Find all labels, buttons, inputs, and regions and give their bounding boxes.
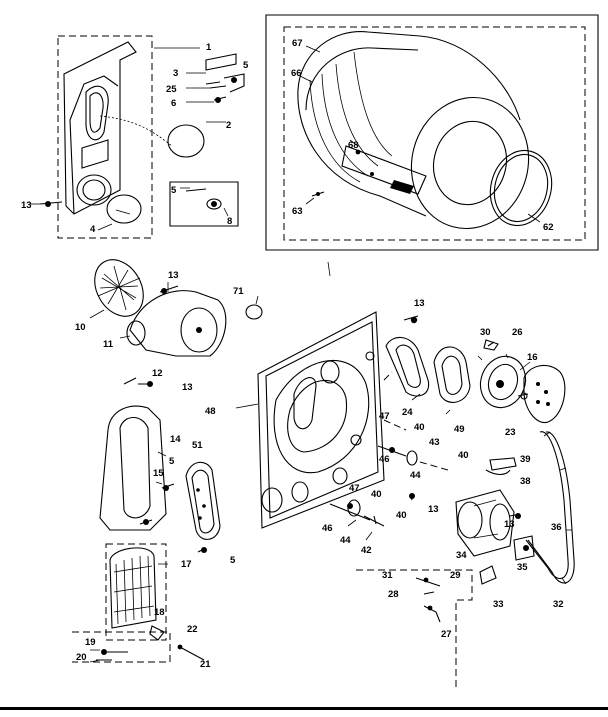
bearing-group	[385, 315, 566, 424]
callout-number: 36	[551, 522, 562, 533]
callout-number: 16	[527, 352, 538, 363]
callout-number: 18	[154, 607, 165, 618]
callout-number: 44	[410, 470, 421, 481]
callout-number: 13	[414, 298, 425, 309]
idler-group	[329, 445, 449, 541]
callout-number: 19	[85, 637, 96, 648]
callout-number: 68	[348, 140, 359, 151]
callout-labels: 1352562134586766686362101371111213481330…	[21, 38, 564, 670]
callout-number: 13	[168, 270, 179, 281]
callout-number: 25	[166, 84, 177, 95]
motor-belt-group	[356, 431, 575, 690]
callout-number: 43	[429, 437, 440, 448]
callout-number: 2	[226, 120, 231, 131]
callout-number: 35	[517, 562, 528, 573]
callout-number: 17	[181, 559, 192, 570]
callout-number: 32	[553, 599, 564, 610]
bottom-rule	[0, 707, 608, 710]
callout-number: 40	[396, 510, 407, 521]
callout-number: 13	[428, 504, 439, 515]
callout-number: 13	[21, 200, 32, 211]
callout-number: 5	[169, 456, 175, 467]
blower-group	[89, 259, 263, 357]
callout-number: 47	[379, 411, 390, 422]
callout-number: 63	[292, 206, 303, 217]
callout-number: 66	[291, 68, 302, 79]
callout-number: 30	[480, 327, 491, 338]
callout-number: 5	[171, 185, 177, 196]
callout-number: 67	[292, 38, 303, 49]
callout-number: 62	[543, 222, 554, 233]
callout-number: 48	[205, 406, 216, 417]
drum-group	[265, 14, 599, 251]
callout-number: 12	[152, 368, 163, 379]
callout-number: 14	[170, 434, 181, 445]
callout-number: 26	[512, 327, 523, 338]
callout-number: 23	[505, 427, 516, 438]
callout-number: 8	[227, 216, 232, 227]
callout-number: 22	[187, 624, 198, 635]
callout-number: 51	[192, 440, 203, 451]
callout-number: 46	[322, 523, 333, 534]
callout-number: 71	[233, 286, 244, 297]
callout-number: 39	[520, 454, 531, 465]
callout-number: 31	[382, 570, 393, 581]
callout-number: 40	[458, 450, 469, 461]
callout-number: 29	[450, 570, 461, 581]
callout-number: 10	[75, 322, 86, 333]
callout-number: 34	[456, 550, 467, 561]
callout-number: 3	[173, 68, 178, 79]
callout-number: 11	[103, 339, 114, 350]
callout-number: 24	[402, 407, 413, 418]
callout-number: 47	[349, 483, 360, 494]
callout-number: 20	[76, 652, 87, 663]
callout-number: 42	[361, 545, 372, 556]
callout-number: 6	[171, 98, 176, 109]
callout-number: 15	[153, 468, 164, 479]
callout-number: 5	[230, 555, 236, 566]
callout-number: 28	[388, 589, 399, 600]
callout-number: 13	[182, 382, 193, 393]
callout-number: 4	[90, 224, 96, 235]
callout-number: 1	[206, 42, 212, 53]
scan-marks	[327, 261, 331, 277]
callout-number: 13	[504, 519, 515, 530]
callout-number: 38	[520, 476, 531, 487]
duct-heater-group	[72, 377, 221, 663]
callout-number: 40	[414, 422, 425, 433]
callout-number: 46	[379, 454, 390, 465]
callout-number: 33	[493, 599, 504, 610]
bulkhead-group	[235, 311, 407, 529]
callout-number: 21	[200, 659, 211, 670]
callout-number: 40	[371, 489, 382, 500]
callout-number: 44	[340, 535, 351, 546]
callout-number: 27	[441, 629, 452, 640]
front-panel-group	[30, 35, 245, 239]
callout-number: 5	[243, 60, 249, 71]
callout-number: 49	[454, 424, 465, 435]
